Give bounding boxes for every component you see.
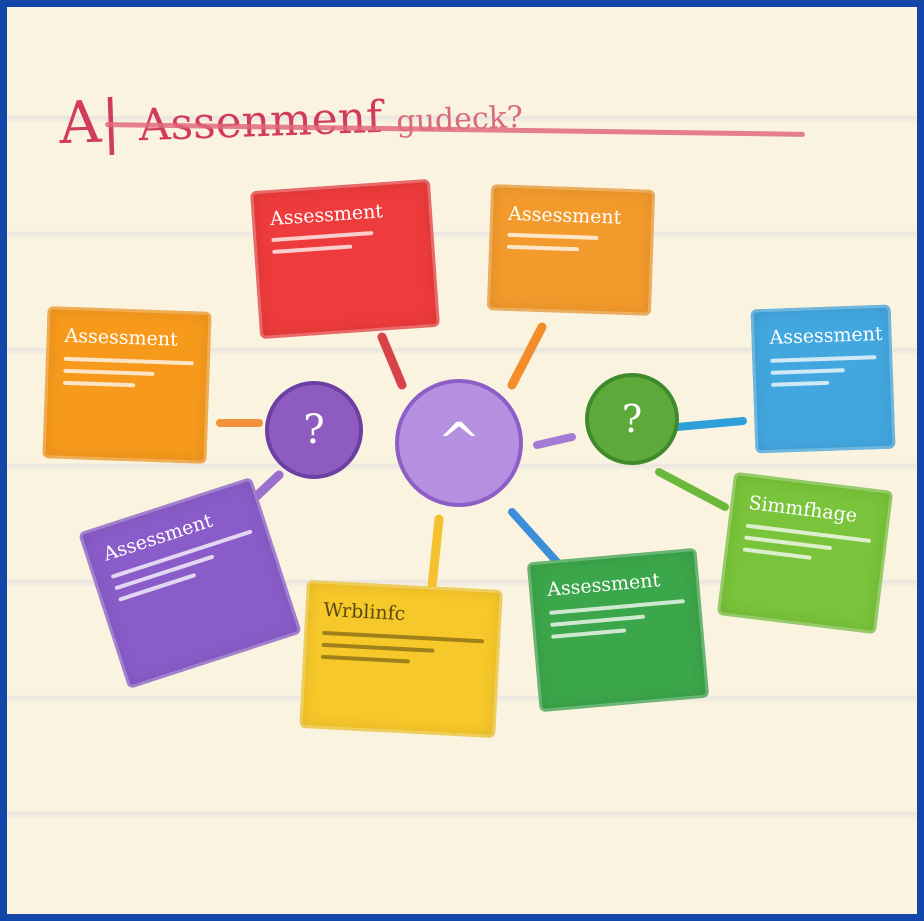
assessment-card-green: Assessment [526,547,710,713]
assessment-card-orange-top: Assessment [486,184,656,316]
card-text-line [321,642,435,653]
card-text-line [320,654,411,664]
hub-node: ^ [395,379,523,507]
wrblinfc-card-yellow: Wrblinfc [299,579,503,739]
connector-hub-green [508,508,561,566]
card-text-line [271,230,374,243]
card-label-orange-top: Assessment [507,202,622,229]
simmfhage-card-lime: Simmfhage [716,471,894,635]
card-label-yellow: Wrblinfc [322,598,406,626]
card-text-line [551,628,627,639]
card-text-line [322,630,485,644]
card-label-lime: Simmfhage [747,491,859,527]
card-text-line [550,614,646,627]
card-text-line [770,368,845,375]
card-text-line [771,380,830,387]
question-node-right: ? [585,373,679,465]
card-text-line [507,244,579,252]
card-text-line [744,535,833,551]
card-text-line [62,380,135,388]
card-text-line [272,244,353,255]
connector-hub-red [377,332,407,390]
assessment-card-blue: Assessment [750,304,896,454]
card-text-line [549,599,685,615]
question-node-right-symbol: ? [621,397,643,441]
card-label-blue: Assessment [769,322,883,349]
assessment-card-orange-left: Assessment [42,306,212,464]
card-text-line [63,368,155,376]
connector-hub-yellow [427,514,444,592]
card-text-line [507,232,599,240]
card-text-line [770,355,877,363]
card-label-green: Assessment [546,569,661,601]
connector-node-right-green [655,468,729,511]
connector-hub-node-right [533,433,576,449]
question-node-left-symbol: ? [303,407,325,453]
card-label-orange-left: Assessment [64,324,179,351]
connector-hub-orange-top [507,322,547,390]
question-node-left: ? [265,381,363,479]
card-text-line [742,547,812,560]
card-label-red: Assessment [269,200,384,231]
connector-node-right-blue [673,417,747,431]
assessment-card-red: Assessment [250,178,440,340]
card-text-line [63,356,194,366]
card-text-line [118,572,197,602]
hub-symbol: ^ [437,413,481,473]
